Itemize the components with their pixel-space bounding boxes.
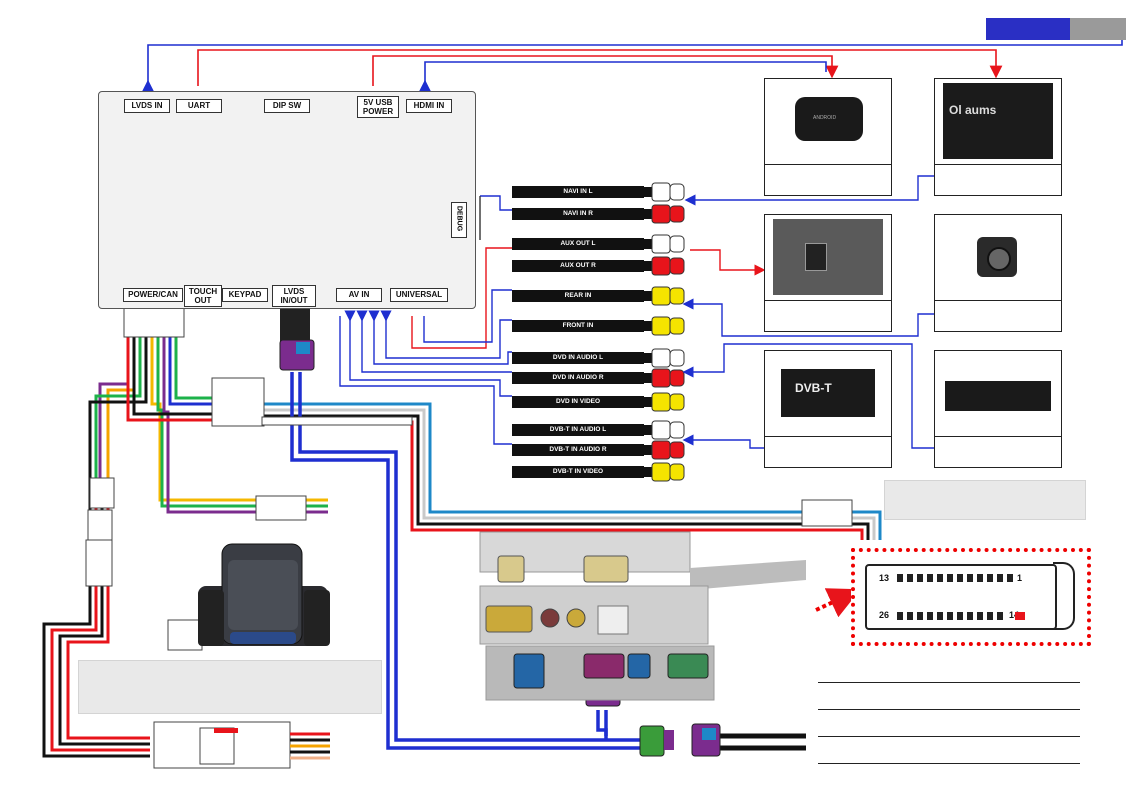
rca-plug xyxy=(644,368,685,388)
connector-pinout-detail: 13 1 26 14 xyxy=(851,548,1091,646)
rca-label: DVB-T IN AUDIO L xyxy=(512,424,644,436)
pin-1-label: 1 xyxy=(1017,573,1023,583)
navi-module-panel: Ol aums xyxy=(934,78,1062,196)
rca-plug xyxy=(644,234,685,254)
port-uart: UART xyxy=(176,99,222,113)
rca-label: AUX OUT L xyxy=(512,238,644,250)
rca-plug xyxy=(644,392,685,412)
rca-label: NAVI IN L xyxy=(512,186,644,198)
pin-row-bottom xyxy=(897,612,1005,620)
port-keypad: KEYPAD xyxy=(222,288,268,302)
pin-row-top xyxy=(897,574,1013,582)
pin-13-label: 13 xyxy=(879,573,890,583)
rca-label: NAVI IN R xyxy=(512,208,644,220)
pin-14-highlight xyxy=(1015,612,1025,620)
rca-plug xyxy=(644,316,685,336)
rca-plug xyxy=(644,420,685,440)
rca-label: DVB-T IN VIDEO xyxy=(512,466,644,478)
dvd-player-panel xyxy=(934,350,1062,468)
rca-label: DVD IN VIDEO xyxy=(512,396,644,408)
dvbt-box-panel: DVB-T xyxy=(764,350,892,468)
rca-plug xyxy=(644,440,685,460)
header-blue-block xyxy=(986,18,1070,40)
rear-camera-panel xyxy=(934,214,1062,332)
port-debug: DEBUG xyxy=(451,202,467,238)
android-box-panel: ANDROID xyxy=(764,78,892,196)
connector-pinout-body: 13 1 26 14 xyxy=(865,564,1057,630)
port-universal: UNIVERSAL xyxy=(390,288,448,302)
rca-cables xyxy=(644,182,685,482)
spec-table xyxy=(818,656,1080,764)
table-row xyxy=(818,656,1080,683)
table-row xyxy=(818,736,1080,764)
android-box-brand: ANDROID xyxy=(813,115,837,121)
rca-plug xyxy=(644,462,685,482)
av-bundle-wires xyxy=(339,195,512,445)
port-av-in: AV IN xyxy=(336,288,382,302)
rca-plug xyxy=(644,256,685,276)
rca-label: DVD IN AUDIO L xyxy=(512,352,644,364)
rca-label: FRONT IN xyxy=(512,320,644,332)
rca-label: DVD IN AUDIO R xyxy=(512,372,644,384)
header-gray-block xyxy=(1070,18,1126,40)
touchpad-controller xyxy=(198,543,330,646)
top-signal-wires xyxy=(141,40,1123,93)
port-dip-sw: DIP SW xyxy=(264,99,310,113)
dvbt-box-label: DVB-T xyxy=(795,381,832,395)
rca-plug xyxy=(644,182,685,202)
note-box-touchpad xyxy=(78,660,382,714)
head-unit-back-panel xyxy=(479,531,806,701)
table-row xyxy=(818,709,1080,737)
note-box-connector xyxy=(884,480,1086,520)
pin-26-label: 26 xyxy=(879,610,890,620)
table-row xyxy=(818,682,1080,710)
rca-plug xyxy=(644,286,685,306)
lvds-connector-top xyxy=(279,307,315,371)
port-lvds-in: LVDS IN xyxy=(124,99,170,113)
connector-latch xyxy=(1053,562,1075,630)
rca-plug xyxy=(644,348,685,368)
rca-label: DVB-T IN AUDIO R xyxy=(512,444,644,456)
aux-switch-panel xyxy=(764,214,892,332)
rca-plug xyxy=(644,204,685,224)
pin-14-label: 14 xyxy=(1009,610,1020,620)
port-power-can: POWER/CAN xyxy=(123,288,183,302)
navi-module-logo: Ol aums xyxy=(949,103,997,117)
port-hdmi-in: HDMI IN xyxy=(406,99,452,113)
rca-label: AUX OUT R xyxy=(512,260,644,272)
interface-box xyxy=(98,91,476,309)
rca-label: REAR IN xyxy=(512,290,644,302)
